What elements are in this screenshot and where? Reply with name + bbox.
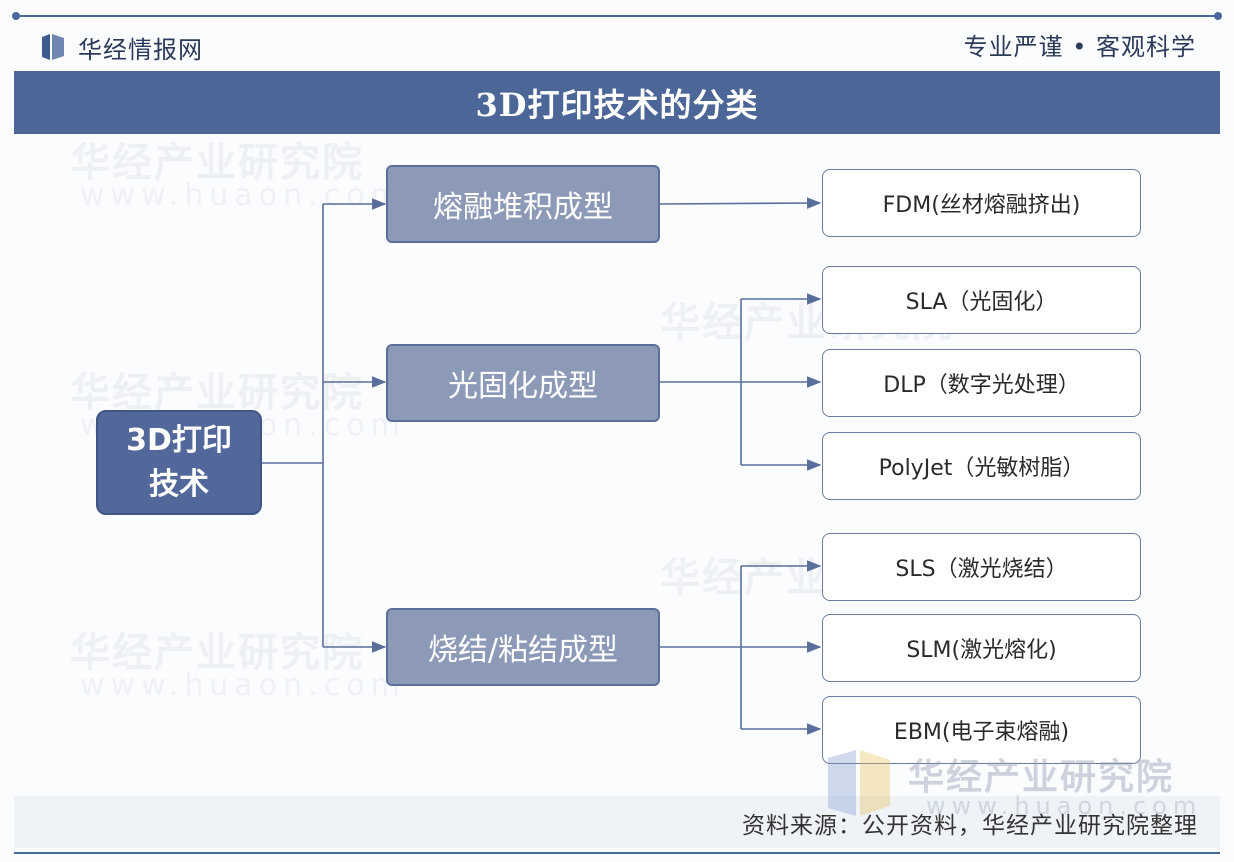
watermark-logo-url: www.huaon.com <box>926 792 1203 820</box>
source-note: 资料来源：公开资料，华经产业研究院整理 <box>742 813 1198 839</box>
watermark-logo-text: 华经产业研究院 <box>908 757 1175 798</box>
leaf-node-dlp: DLP（数字光处理） <box>822 349 1141 417</box>
category-label: 熔融堆积成型 <box>433 190 613 225</box>
brand-logo-icon <box>42 34 64 60</box>
brand: 华经情报网 <box>40 30 203 64</box>
category-node-fdm: 熔融堆积成型 <box>386 165 660 243</box>
category-node-sintering: 烧结/粘结成型 <box>386 608 660 686</box>
leaf-node-fdm: FDM(丝材熔融挤出) <box>822 169 1141 237</box>
leaf-node-sls: SLS（激光烧结） <box>822 533 1141 601</box>
leaf-node-sla: SLA（光固化） <box>822 266 1141 334</box>
leaf-node-slm: SLM(激光熔化) <box>822 614 1141 682</box>
brand-name: 华经情报网 <box>78 35 203 64</box>
tagline: 专业严谨 • 客观科学 <box>963 33 1196 61</box>
watermark-logo-icon <box>828 750 890 816</box>
leaf-label: PolyJet（光敏树脂） <box>878 456 1085 481</box>
leaf-label: SLM(激光熔化) <box>906 638 1057 663</box>
leaf-label: SLS（激光烧结） <box>895 557 1068 582</box>
leaf-label: FDM(丝材熔融挤出) <box>882 193 1081 218</box>
leaf-node-ebm: EBM(电子束熔融) <box>822 696 1141 764</box>
category-label: 烧结/粘结成型 <box>427 633 619 668</box>
bottom-rule <box>14 852 1220 854</box>
footer-band <box>14 796 1220 848</box>
root-node-line-2: 技术 <box>149 466 209 502</box>
page-title: 3D打印技术的分类 <box>475 85 759 124</box>
category-label: 光固化成型 <box>448 369 598 404</box>
leaf-label: DLP（数字光处理） <box>883 373 1080 398</box>
connector-to-fdm <box>659 197 822 209</box>
root-node: 3D打印 技术 <box>96 410 262 515</box>
root-node-line-1: 3D打印 <box>126 422 232 458</box>
leaf-node-polyjet: PolyJet（光敏树脂） <box>822 432 1141 500</box>
top-rule <box>12 12 1222 20</box>
leaf-label: SLA（光固化） <box>905 290 1058 315</box>
category-node-photopolymer: 光固化成型 <box>386 344 660 422</box>
title-banner: 3D打印技术的分类 <box>14 71 1220 134</box>
leaf-label: EBM(电子束熔融) <box>893 720 1070 745</box>
